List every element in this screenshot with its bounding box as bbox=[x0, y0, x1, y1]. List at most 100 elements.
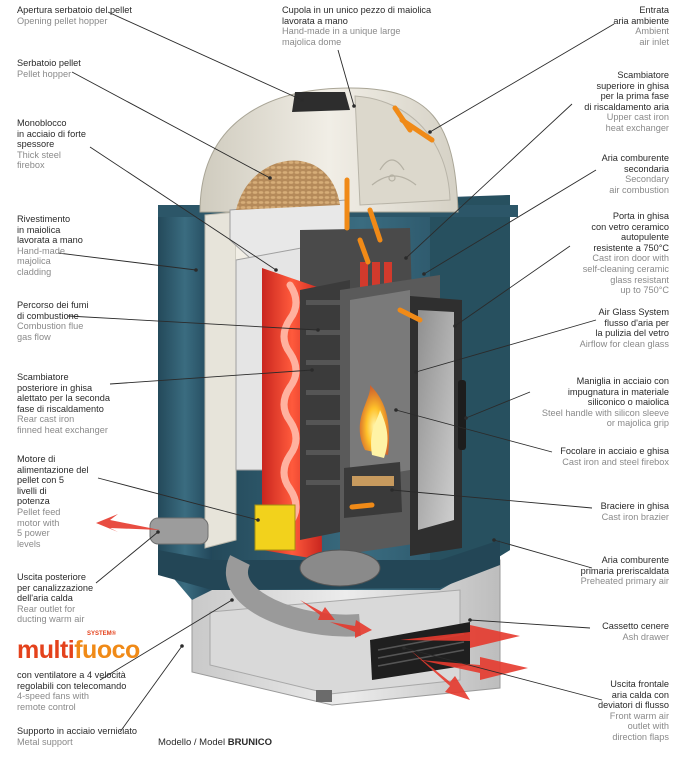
label-it: Focolare in acciaio e ghisa bbox=[560, 446, 669, 456]
label-en: self-cleaning ceramic bbox=[582, 263, 669, 274]
label-en: Secondary bbox=[625, 174, 669, 185]
label-primary-air: Aria comburente primaria preriscaldata P… bbox=[581, 555, 669, 587]
logo-system-mark: SYSTEM® bbox=[87, 631, 117, 637]
label-dome: Cupola in un unico pezzo di maiolica lav… bbox=[282, 5, 431, 47]
label-en: Front warm air bbox=[609, 710, 669, 721]
label-rear-exchanger: Scambiatore posteriore in ghisa alettato… bbox=[17, 372, 110, 436]
label-it: Maniglia in acciaio con bbox=[576, 376, 669, 386]
label-it: regolabili con telecomando bbox=[17, 680, 127, 691]
label-en: Preheated primary air bbox=[580, 576, 669, 587]
label-en: firebox bbox=[17, 160, 45, 171]
label-it: Supporto in acciaio verniciato bbox=[17, 726, 138, 736]
label-en: majolica dome bbox=[282, 36, 342, 47]
label-it: deviatori di flusso bbox=[598, 700, 669, 711]
label-it: impugnatura in materiale bbox=[567, 386, 669, 397]
label-en: motor with bbox=[17, 517, 60, 528]
label-it: flusso d'aria per bbox=[604, 317, 669, 328]
label-en: or majolica grip bbox=[606, 418, 669, 429]
label-en: Pellet hopper bbox=[17, 68, 72, 79]
logo-part1: multi bbox=[17, 636, 75, 664]
label-it: la pulizia del vetro bbox=[595, 328, 669, 339]
label-en: glass resistant bbox=[610, 274, 669, 285]
label-en: Ash drawer bbox=[622, 631, 669, 642]
label-en: Combustion flue bbox=[17, 321, 84, 332]
label-en: heat exchanger bbox=[605, 122, 669, 133]
label-it: con vetro ceramico bbox=[591, 221, 669, 232]
model-name: BRUNICO bbox=[227, 737, 273, 748]
label-en: remote control bbox=[17, 701, 76, 712]
label-en: Airflow for clean glass bbox=[579, 338, 669, 349]
label-it: lavorata a mano bbox=[282, 15, 348, 26]
label-en: Cast iron and steel firebox bbox=[562, 456, 669, 467]
label-it: alettato per la seconda bbox=[17, 393, 110, 404]
label-en: air combustion bbox=[609, 184, 669, 195]
model-caption: Modello / Model BRUNICO bbox=[158, 737, 272, 748]
label-it: di combustione bbox=[17, 310, 79, 321]
label-en: Rear outlet for bbox=[17, 603, 76, 614]
label-ash-drawer: Cassetto cenere Ash drawer bbox=[602, 621, 669, 642]
label-it: fase di riscaldamento bbox=[17, 403, 104, 414]
label-it: Entrata bbox=[639, 5, 669, 15]
label-it: Uscita frontale bbox=[610, 679, 669, 689]
label-brazier: Braciere in ghisa Cast iron brazier bbox=[601, 501, 669, 522]
label-metal-support: Supporto in acciaio verniciato Metal sup… bbox=[17, 726, 137, 747]
label-en: Opening pellet hopper bbox=[17, 15, 108, 26]
label-it: Braciere in ghisa bbox=[600, 501, 669, 511]
label-it: pellet con 5 bbox=[17, 475, 64, 486]
label-it: Aria comburente bbox=[601, 153, 669, 163]
label-pellet-hopper: Serbatoio pellet Pellet hopper bbox=[17, 58, 81, 79]
label-it: superiore in ghisa bbox=[596, 80, 669, 91]
label-it: posteriore in ghisa bbox=[17, 382, 93, 393]
label-en: levels bbox=[17, 538, 41, 549]
label-it: resistente a 750°C bbox=[593, 242, 669, 253]
label-it: di riscaldamento aria bbox=[584, 101, 669, 112]
label-en: Thick steel bbox=[17, 149, 61, 160]
label-it: aria ambiente bbox=[613, 15, 669, 26]
label-it: Scambiatore bbox=[617, 70, 669, 80]
cast-iron-door bbox=[410, 296, 466, 556]
label-it: per la prima fase bbox=[600, 91, 669, 102]
label-en: Pellet feed bbox=[17, 506, 61, 517]
warm-air-arrows bbox=[96, 514, 528, 700]
label-en: Steel handle with silicon sleeve bbox=[541, 407, 669, 418]
label-it: lavorata a mano bbox=[17, 235, 83, 246]
label-en: gas flow bbox=[17, 331, 51, 342]
label-it: aria calda con bbox=[611, 689, 669, 700]
label-monobloc: Monoblocco in acciaio di forte spessore … bbox=[17, 118, 86, 171]
label-it: autopulente bbox=[620, 232, 669, 243]
label-air-glass-system: Air Glass System flusso d'aria per la pu… bbox=[580, 307, 669, 349]
label-it: Air Glass System bbox=[598, 307, 669, 317]
label-en: finned heat exchanger bbox=[17, 424, 108, 435]
label-en: Cast iron brazier bbox=[601, 511, 669, 522]
label-front-outlet: Uscita frontale aria calda con deviatori… bbox=[598, 679, 669, 743]
label-it: con ventilatore a 4 velocità bbox=[17, 670, 126, 680]
label-it: Scambiatore bbox=[17, 372, 69, 382]
label-pellet-hopper-opening: Apertura serbatoio del pellet Opening pe… bbox=[17, 5, 132, 26]
label-it: alimentazione del bbox=[17, 464, 89, 475]
label-it: per canalizzazione bbox=[17, 582, 94, 593]
label-rear-outlet: Uscita posteriore per canalizzazione del… bbox=[17, 572, 93, 625]
label-it: Percorso dei fumi bbox=[17, 300, 89, 310]
label-it: spessore bbox=[17, 139, 55, 150]
label-it: primaria preriscaldata bbox=[580, 565, 669, 576]
logo-wordmark: multifuoco bbox=[17, 636, 140, 664]
label-it: in maiolica bbox=[17, 224, 61, 235]
label-door: Porta in ghisa con vetro ceramico autopu… bbox=[583, 211, 669, 296]
multifuoco-logo: SYSTEM® multifuoco bbox=[17, 631, 140, 664]
label-en: cladding bbox=[17, 266, 52, 277]
label-en: Hand-made in a unique large bbox=[282, 26, 401, 37]
rear-outlet-duct bbox=[149, 517, 209, 545]
label-en: up to 750°C bbox=[620, 285, 669, 296]
label-en: Cast iron door with bbox=[592, 253, 669, 264]
label-it: Serbatoio pellet bbox=[17, 58, 81, 68]
label-en: outlet with bbox=[627, 721, 669, 732]
label-en: 4-speed fans with bbox=[17, 691, 90, 702]
label-it: secondaria bbox=[624, 163, 669, 174]
label-it: in acciaio di forte bbox=[17, 128, 86, 139]
label-en: majolica bbox=[17, 256, 51, 267]
label-it: Uscita posteriore bbox=[17, 572, 86, 582]
label-feed-motor: Motore di alimentazione del pellet con 5… bbox=[17, 454, 89, 549]
label-it: Aria comburente bbox=[601, 555, 669, 565]
